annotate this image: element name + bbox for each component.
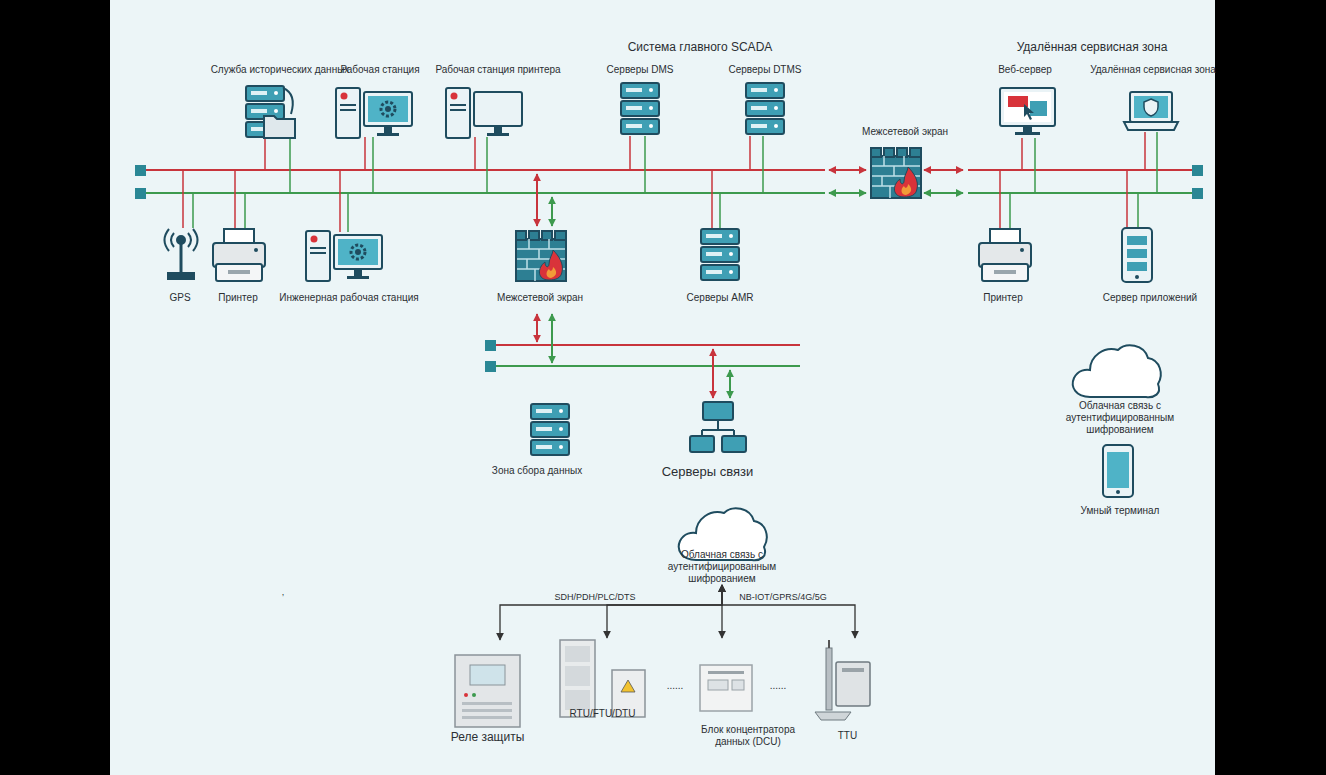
- device-node: Принтер: [975, 226, 1031, 304]
- device-label: Принтер: [218, 292, 257, 304]
- cloud-icon: [679, 345, 1161, 560]
- network-bus: [140, 170, 1197, 366]
- history-server-icon: [246, 86, 295, 138]
- device-label: Рабочая станция: [340, 64, 419, 76]
- device-label: Межсетевой экран: [497, 292, 583, 304]
- device-label: GPS: [169, 292, 190, 304]
- device-label: Серверы связи: [662, 464, 754, 480]
- field-device-node: TTU: [810, 638, 885, 742]
- zone-label: ,: [282, 587, 285, 598]
- bus-terminator: [135, 165, 1203, 372]
- device-label: TTU: [838, 730, 857, 742]
- field-device-node: Реле защиты: [450, 640, 525, 744]
- device-node: Умный терминал: [1080, 441, 1160, 517]
- device-label: Облачная связь с аутентифицированным шиф…: [1065, 400, 1175, 436]
- connector-arrow: [500, 585, 722, 640]
- workstation-icon: [336, 88, 412, 138]
- application-server-icon: [1122, 228, 1152, 282]
- zone-label: ......: [667, 680, 684, 692]
- device-label: Сервер приложений: [1103, 292, 1197, 304]
- device-node: Служба исторических данных: [238, 64, 322, 139]
- device-label: Зона сбора данных: [492, 465, 582, 477]
- bus-drop-red: [183, 132, 1145, 232]
- device-label: Облачная связь с аутентифицированным шиф…: [667, 549, 777, 585]
- bus-double-arrow: [537, 170, 963, 398]
- device-node: Серверы связи: [660, 400, 755, 480]
- gps-icon: [165, 229, 198, 279]
- rtu-icon: [560, 640, 645, 717]
- device-label: Инженерная рабочая станция: [279, 292, 418, 304]
- device-label: Веб-сервер: [998, 64, 1052, 76]
- zone-label: Система главного SCADA: [628, 40, 773, 54]
- field-device-node: RTU/FTU/DTU: [555, 638, 650, 720]
- firewall-node: Межсетевой экран: [860, 126, 950, 199]
- device-label: Блок концентратора данных (DCU): [693, 724, 803, 748]
- web-server-icon: [1000, 88, 1055, 135]
- device-node: Веб-сервер: [990, 64, 1060, 137]
- firewall-node: Межсетевой экран: [505, 228, 575, 304]
- device-node: Рабочая станция принтера: [443, 64, 553, 137]
- device-label: RTU/FTU/DTU: [570, 708, 636, 720]
- engineering-workstation-icon: [306, 231, 382, 281]
- device-label: Межсетевой экран: [862, 126, 948, 138]
- device-label: Серверы DTMS: [729, 64, 802, 76]
- device-node: Рабочая станция: [330, 64, 430, 137]
- device-label: Реле защиты: [451, 730, 525, 744]
- device-node: Серверы DMS: [605, 64, 675, 137]
- device-node: Инженерная рабочая станция: [300, 226, 398, 304]
- device-label: Серверы AMR: [687, 292, 754, 304]
- device-label: Рабочая станция принтера: [435, 64, 560, 76]
- device-node: Сервер приложений: [1110, 226, 1190, 304]
- firewall-icon: [516, 148, 921, 281]
- edge-label: SDH/PDH/PLC/DTS: [554, 592, 635, 603]
- ttu-icon: [815, 640, 870, 720]
- dcu-icon: [700, 665, 752, 711]
- cloud-node: Облачная связь с аутентифицированным шиф…: [667, 503, 777, 585]
- printer-icon: [213, 229, 1031, 281]
- laptop-icon: [1124, 92, 1178, 130]
- device-node: Серверы DTMS: [730, 64, 800, 137]
- edge-label: NB-IOT/GPRS/4G/5G: [739, 592, 827, 603]
- device-label: Умный терминал: [1081, 505, 1160, 517]
- device-label: Служба исторических данных: [211, 64, 350, 76]
- smart-terminal-icon: [1103, 445, 1133, 497]
- cloud-node: Облачная связь с аутентифицированным шиф…: [1065, 340, 1175, 436]
- server-icon: [531, 83, 784, 455]
- device-node: Зона сбора данных: [497, 400, 577, 477]
- bus-drop-green: [193, 132, 1157, 232]
- device-node: GPS: [155, 226, 205, 304]
- printer-workstation-icon: [446, 88, 522, 138]
- device-node: Принтер: [208, 226, 268, 304]
- device-node: Удалённая сервисная зона: [1103, 64, 1203, 134]
- field-device-node: Блок концентратора данных (DCU): [690, 638, 806, 748]
- device-label: Принтер: [983, 292, 1022, 304]
- zone-label: Удалённая сервисная зона: [1017, 40, 1168, 54]
- connector-arrow: [722, 585, 855, 638]
- device-label: Удалённая сервисная зона: [1090, 64, 1216, 76]
- zone-label: ......: [770, 680, 787, 692]
- relay-icon: [455, 655, 520, 727]
- device-node: Серверы AMR: [690, 226, 750, 304]
- communication-server-icon: [690, 402, 746, 452]
- device-label: Серверы DMS: [607, 64, 674, 76]
